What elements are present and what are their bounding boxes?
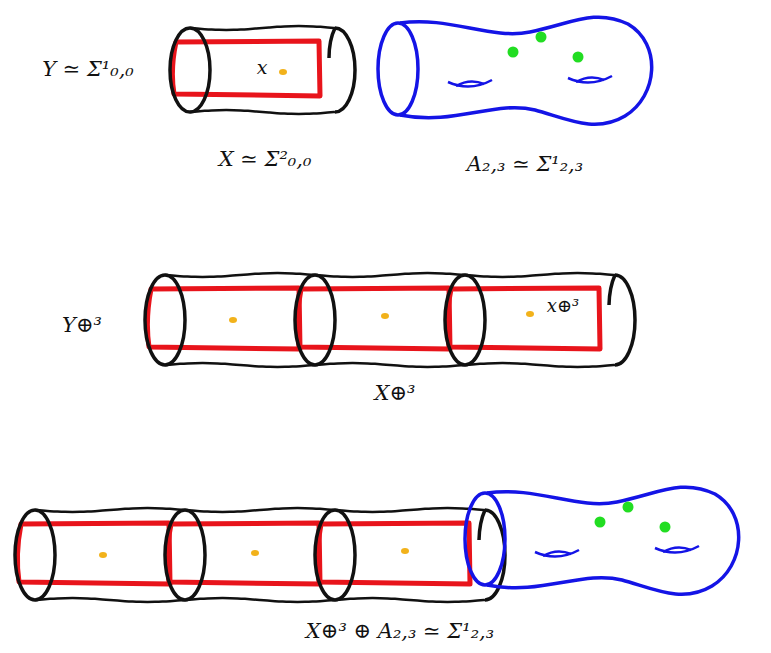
marked-point bbox=[660, 522, 671, 533]
cylinder-outline bbox=[35, 508, 485, 512]
boundary-circle bbox=[615, 275, 635, 365]
boundary-circle bbox=[145, 275, 185, 365]
math-label: Y⊕³ bbox=[62, 314, 102, 337]
math-label: x⊕³ bbox=[547, 296, 579, 316]
math-label: Y ≃ Σ¹₀,₀ bbox=[42, 58, 134, 81]
red-band bbox=[167, 523, 320, 584]
red-band bbox=[447, 288, 600, 349]
math-label: A₂,₃ ≃ Σ¹₂,₃ bbox=[467, 153, 583, 176]
marked-point bbox=[229, 317, 237, 323]
marked-point bbox=[99, 552, 107, 558]
cylinder-outline bbox=[35, 598, 485, 602]
boundary-circle bbox=[170, 28, 210, 112]
handle bbox=[543, 551, 571, 556]
boundary-circle bbox=[329, 28, 335, 58]
marked-point bbox=[595, 517, 606, 528]
handle bbox=[663, 547, 691, 552]
boundary-circle bbox=[479, 510, 485, 540]
handle bbox=[655, 546, 699, 553]
cylinder-outline bbox=[165, 363, 615, 367]
math-label: X ≃ Σ²₀,₀ bbox=[219, 148, 312, 171]
handle bbox=[456, 81, 484, 86]
boundary-circle bbox=[609, 275, 615, 305]
marked-point bbox=[381, 313, 389, 319]
math-label: X⊕³ ⊕ A₂,₃ ≃ Σ¹₂,₃ bbox=[306, 620, 494, 643]
red-band bbox=[172, 41, 320, 96]
surface-outline bbox=[487, 487, 739, 594]
marked-point bbox=[251, 550, 259, 556]
cylinder-outline bbox=[190, 26, 335, 30]
boundary-circle bbox=[465, 493, 505, 585]
genus-surface bbox=[378, 17, 652, 124]
marked-point bbox=[279, 69, 287, 75]
boundary-circle bbox=[445, 275, 485, 365]
marked-point bbox=[508, 47, 519, 58]
boundary-circle bbox=[15, 510, 55, 600]
boundary-circle bbox=[378, 23, 418, 115]
cylinder-outline bbox=[165, 273, 615, 277]
handle bbox=[576, 77, 604, 82]
marked-point bbox=[623, 502, 634, 513]
math-label: X⊕³ bbox=[375, 382, 416, 405]
red-band bbox=[17, 523, 170, 584]
genus-surface bbox=[465, 487, 739, 594]
handle bbox=[535, 550, 579, 557]
boundary-circle bbox=[315, 510, 355, 600]
marked-point bbox=[401, 548, 409, 554]
cylinder-outline bbox=[190, 110, 335, 114]
boundary-circle bbox=[335, 28, 355, 112]
math-label: x bbox=[257, 57, 268, 78]
red-band bbox=[297, 288, 450, 349]
handle bbox=[448, 80, 492, 87]
marked-point bbox=[526, 311, 534, 317]
boundary-circle bbox=[295, 275, 335, 365]
marked-point bbox=[573, 52, 584, 63]
handle bbox=[568, 76, 612, 83]
boundary-circle bbox=[165, 510, 205, 600]
marked-point bbox=[536, 32, 547, 43]
red-band bbox=[317, 523, 470, 584]
red-band bbox=[147, 288, 300, 349]
surface-outline bbox=[400, 17, 652, 124]
